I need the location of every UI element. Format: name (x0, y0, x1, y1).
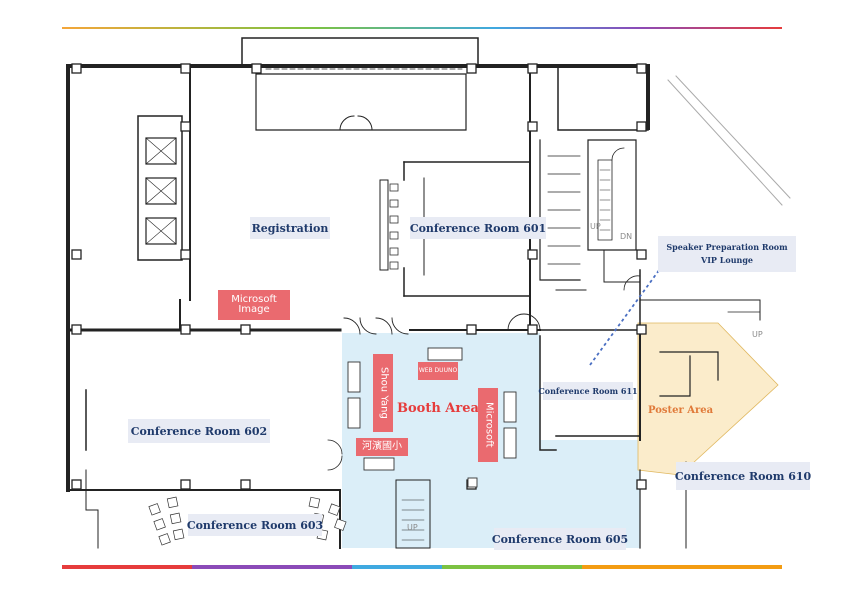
speaker-vip-label: Speaker Preparation Room VIP Lounge (658, 236, 796, 272)
footer-bar-red (62, 565, 192, 569)
footer-bar-orange (582, 565, 782, 569)
speaker-preparation-room-label: Speaker Preparation Room (666, 242, 788, 253)
conference-room-605-label: Conference Room 605 (492, 528, 628, 550)
conference-room-602-label: Conference Room 602 (128, 419, 270, 443)
conference-room-611-label: Conference Room 611 (538, 382, 638, 400)
web-duuno-booth: WEB DUUNO (418, 362, 458, 380)
hebin-school-booth: 河濱國小 (356, 438, 408, 456)
stair-dn-label: DN (620, 232, 633, 241)
booth-area-label: Booth Area (397, 401, 479, 416)
registration-label: Registration (250, 217, 330, 239)
stair-up-label-bottom: UP (407, 523, 418, 532)
vip-lounge-label: VIP Lounge (700, 255, 754, 265)
top-accent-line (62, 27, 782, 29)
poster-area-label: Poster Area (648, 405, 714, 416)
conference-room-610-label: Conference Room 610 (675, 462, 811, 490)
conference-room-601-label: Conference Room 601 (410, 217, 546, 239)
footer-bar-green (442, 565, 582, 569)
stair-up-label-right: UP (752, 330, 763, 339)
conference-room-603-label: Conference Room 603 (187, 514, 323, 536)
footer-bar-blue (352, 565, 442, 569)
microsoft-booth: Microsoft (478, 388, 498, 462)
footer-bar-purple (192, 565, 352, 569)
microsoft-image-booth: Microsoft Image (218, 290, 290, 320)
shou-yang-booth: Shou Yang (373, 354, 393, 432)
poster-area-fill (637, 322, 779, 476)
stair-up-label-top: UP (590, 222, 601, 231)
